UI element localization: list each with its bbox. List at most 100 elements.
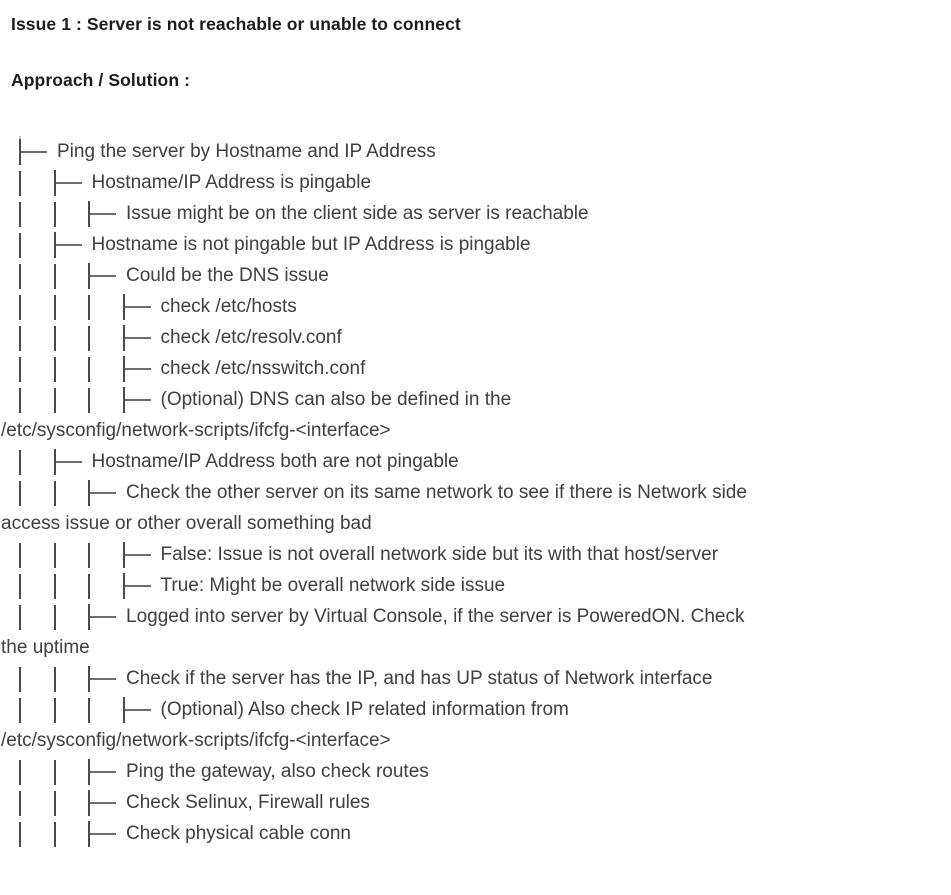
tree-item-label: Logged into server by Virtual Console, i… (126, 606, 745, 627)
tree-item: Issue might be on the client side as ser… (0, 198, 951, 229)
tree-branch-arm-icon (90, 771, 116, 773)
tree-branch-arm-icon (90, 833, 116, 835)
tree-guide-line-icon (19, 574, 21, 599)
tree-guide-line-icon (53, 605, 56, 630)
tree-guide-line-icon (88, 698, 90, 723)
tree-guide-line-icon (19, 791, 21, 816)
tree-branch-stem-icon (88, 821, 90, 847)
tree-item-label: Check physical cable conn (126, 823, 351, 844)
tree-guide-line-icon (88, 388, 90, 413)
tree-guide-line-icon (19, 822, 21, 847)
tree-branch-arm-icon (55, 244, 82, 246)
tree-guide-line-icon (53, 202, 56, 227)
tree-branch-arm-icon (90, 678, 116, 680)
tree-guide-line-icon (53, 543, 56, 568)
tree-branch-arm-icon (124, 709, 151, 711)
tree-guide-line-icon (53, 264, 56, 289)
tree-guide-line-icon (19, 202, 21, 227)
tree-item-label: (Optional) DNS can also be defined in th… (160, 389, 512, 410)
tree-item: Ping the server by Hostname and IP Addre… (0, 136, 951, 167)
tree-branch-stem-icon (122, 325, 125, 351)
tree-guide-line-icon (19, 171, 21, 196)
tree-guide-line-icon (53, 574, 56, 599)
tree-item: Hostname/IP Address both are not pingabl… (0, 446, 951, 477)
tree-item: Check physical cable conn (0, 818, 951, 849)
tree-branch-stem-icon (53, 449, 56, 475)
tree-guide-line-icon (88, 574, 90, 599)
tree-branch-stem-icon (88, 666, 90, 692)
tree-guide-line-icon (19, 605, 21, 630)
tree-guide-line-icon (88, 295, 90, 320)
tree-item-label: Ping the gateway, also check routes (126, 761, 429, 782)
tree-guide-line-icon (53, 388, 56, 413)
tree-guide-line-icon (53, 822, 56, 847)
tree-branch-arm-icon (90, 802, 116, 804)
tree-item: check /etc/hosts (0, 291, 951, 322)
tree-guide-line-icon (53, 760, 56, 785)
page-title: Issue 1 : Server is not reachable or una… (11, 14, 461, 34)
tree-guide-line-icon (19, 357, 21, 382)
tree-branch-stem-icon (88, 790, 90, 816)
approach-heading: Approach / Solution : (11, 70, 191, 90)
tree-guide-line-icon (19, 264, 21, 289)
tree-branch-stem-icon (53, 232, 56, 258)
tree-top-tick-icon (19, 136, 21, 141)
tree-branch-stem-icon (122, 542, 125, 568)
tree-guide-line-icon (19, 760, 21, 785)
tree-branch-arm-icon (55, 461, 82, 463)
tree-item: Hostname is not pingable but IP Address … (0, 229, 951, 260)
tree-branch-stem-icon (53, 170, 56, 196)
tree-branch-stem-icon (88, 263, 90, 289)
tree-item: Could be the DNS issue (0, 260, 951, 291)
tree-item: Ping the gateway, also check routes (0, 756, 951, 787)
tree-guide-line-icon (88, 543, 90, 568)
tree-item: Check the other server on its same netwo… (0, 477, 951, 508)
tree-item: (Optional) Also check IP related informa… (0, 694, 951, 725)
tree-branch-stem-icon (122, 387, 125, 413)
tree-branch-arm-icon (90, 213, 116, 215)
tree-item-label: check /etc/resolv.conf (160, 327, 342, 348)
tree-branch-stem-icon (88, 480, 90, 506)
tree-item: Check if the server has the IP, and has … (0, 663, 951, 694)
tree-item: check /etc/nsswitch.conf (0, 353, 951, 384)
tree-branch-stem-icon (122, 573, 125, 599)
tree-guide-line-icon (19, 295, 21, 320)
tree-branch-arm-icon (124, 337, 151, 339)
tree-guide-line-icon (19, 450, 21, 475)
tree-guide-line-icon (19, 667, 21, 692)
tree-item-label: Issue might be on the client side as ser… (126, 203, 589, 224)
tree-item: check /etc/resolv.conf (0, 322, 951, 353)
tree-branch-arm-icon (21, 151, 47, 153)
tree-item-label: Hostname/IP Address is pingable (91, 172, 372, 193)
tree-guide-line-icon (88, 357, 90, 382)
tree-guide-line-icon (53, 326, 56, 351)
tree-item-label: True: Might be overall network side issu… (160, 575, 506, 596)
tree-guide-line-icon (53, 295, 56, 320)
tree-branch-arm-icon (90, 492, 116, 494)
tree-branch-stem-icon (88, 759, 90, 785)
tree-item-label: False: Issue is not overall network side… (160, 544, 719, 565)
tree-item-label: Check if the server has the IP, and has … (126, 668, 713, 689)
tree-guide-line-icon (19, 233, 21, 258)
tree-item: Check Selinux, Firewall rules (0, 787, 951, 818)
troubleshooting-tree: Ping the server by Hostname and IP Addre… (0, 136, 951, 849)
tree-branch-stem-icon (88, 201, 90, 227)
tree-guide-line-icon (19, 543, 21, 568)
tree-branch-arm-icon (124, 306, 151, 308)
tree-branch-arm-icon (124, 554, 151, 556)
tree-item-label: Hostname/IP Address both are not pingabl… (91, 451, 459, 472)
tree-branch-stem-icon (122, 356, 125, 382)
tree-item-label: Check Selinux, Firewall rules (126, 792, 370, 813)
tree-item-label: Check the other server on its same netwo… (126, 482, 747, 503)
tree-wrapped-text: access issue or other overall something … (1, 513, 372, 534)
tree-item-label: check /etc/hosts (160, 296, 297, 317)
tree-item: (Optional) DNS can also be defined in th… (0, 384, 951, 415)
tree-branch-arm-icon (55, 182, 82, 184)
tree-item: Hostname/IP Address is pingable (0, 167, 951, 198)
tree-item: Logged into server by Virtual Console, i… (0, 601, 951, 632)
tree-guide-line-icon (53, 667, 56, 692)
tree-branch-arm-icon (90, 275, 116, 277)
tree-branch-stem-icon (122, 697, 125, 723)
tree-guide-line-icon (19, 698, 21, 723)
tree-wrapped-text: the uptime (1, 637, 90, 658)
